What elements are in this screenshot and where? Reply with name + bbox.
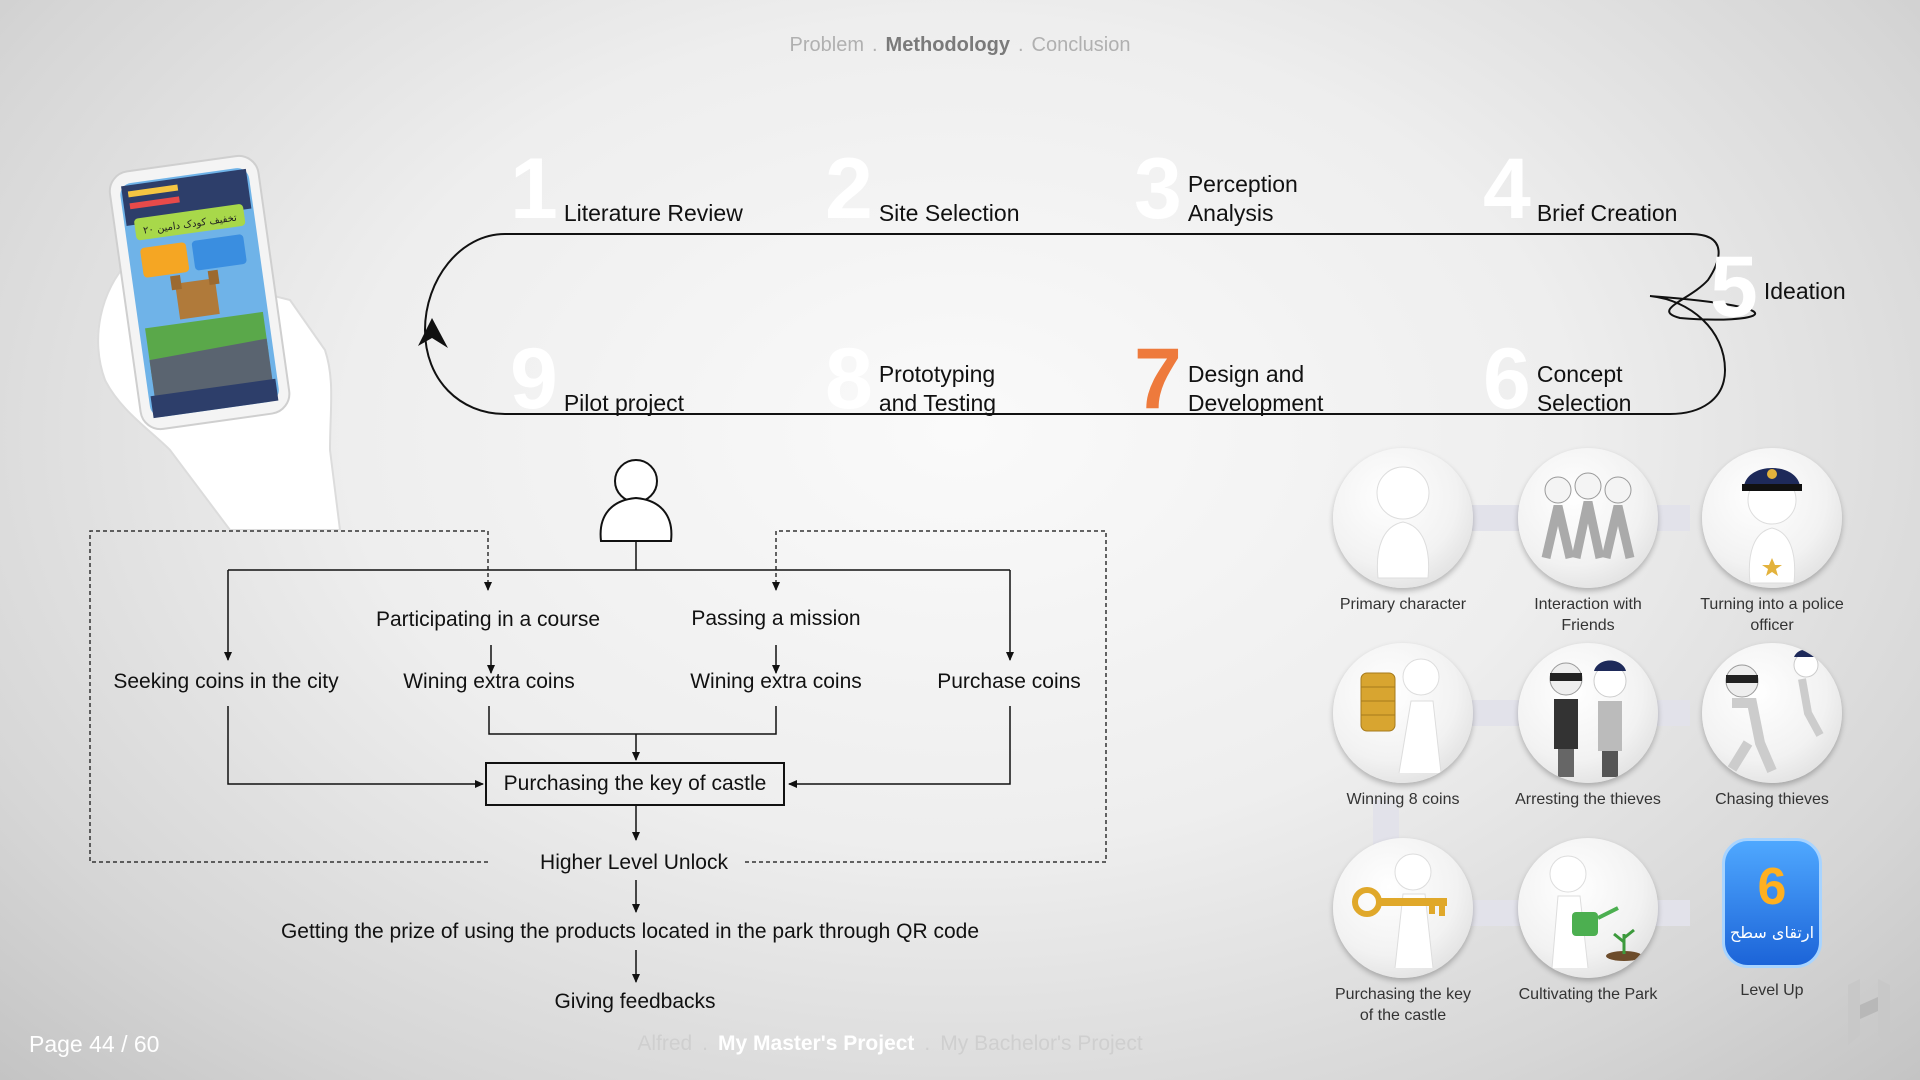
icon-caption: Primary character (1339, 596, 1467, 613)
nav-item-problem[interactable]: Problem (789, 34, 864, 56)
step-7: 7 Design and Development (1134, 331, 1338, 427)
figures-group-icon (1518, 448, 1658, 588)
icon-cell-coins: Winning 8 coins (1328, 643, 1478, 810)
icon-caption: Chasing thieves (1715, 791, 1829, 808)
icon-cell-levelup: 6 ارتقای سطح Level Up (1697, 838, 1847, 1001)
step-label: Concept Selection (1536, 361, 1632, 416)
top-navigation: Problem. Methodology. Conclusion (0, 34, 1920, 57)
flow-feedback: Giving feedbacks (554, 990, 716, 1013)
level-badge-number: 6 (1757, 858, 1787, 916)
icon-caption: Level Up (1740, 982, 1804, 999)
step-label: Perception Analysis (1187, 171, 1298, 226)
key-figure-icon (1333, 838, 1473, 978)
step-5: 5 Ideation (1710, 239, 1864, 335)
flow-option-extra-1: Wining extra coins (403, 670, 575, 693)
step-label: Brief Creation (1536, 200, 1678, 226)
icon-cell-arrest: Arresting the thieves (1513, 643, 1663, 810)
flow-action-mission: Passing a mission (691, 607, 861, 630)
step-number: 8 (825, 331, 873, 427)
figure-coins-icon (1333, 643, 1473, 783)
step-number: 9 (510, 331, 558, 427)
step-1: 1 Literature Review (510, 141, 744, 237)
page-number: Page 44 / 60 (29, 1031, 160, 1057)
white-figure-icon (1333, 448, 1473, 588)
flow-action-course: Participating in a course (375, 608, 601, 631)
step-2: 2 Site Selection (825, 141, 1059, 237)
step-number: 7 (1134, 331, 1182, 427)
police-figure-icon (1702, 448, 1842, 588)
nav-item-methodology[interactable]: Methodology (885, 34, 1010, 56)
flow-option-extra-2: Wining extra coins (690, 670, 862, 693)
icon-cell-park: Cultivating the Park (1513, 838, 1663, 1005)
nav-separator: . (702, 1032, 709, 1055)
icon-cell-friends: Interaction with Friends (1513, 448, 1663, 636)
step-number: 5 (1710, 239, 1758, 335)
step-9: 9 Pilot project (510, 331, 744, 427)
icon-cell-police: Turning into a police officer (1697, 448, 1847, 636)
step-label: Prototyping and Testing (878, 361, 997, 416)
icon-caption: Cultivating the Park (1518, 986, 1658, 1003)
bottom-navigation: Alfred. My Master's Project. My Bachelor's… (0, 1032, 1780, 1056)
step-number: 6 (1483, 331, 1531, 427)
logo-icon (1848, 979, 1890, 1045)
step-4: 4 Brief Creation (1483, 141, 1717, 237)
user-icon (599, 459, 673, 542)
flow-option-purchase: Purchase coins (937, 670, 1081, 693)
nav-item-masters-project[interactable]: My Master's Project (718, 1032, 915, 1055)
step-number: 3 (1134, 141, 1182, 237)
chase-icon (1702, 643, 1842, 783)
nav-separator: . (1017, 34, 1024, 56)
icon-caption: Turning into a police officer (1700, 596, 1844, 634)
step-number: 2 (825, 141, 873, 237)
icon-cell-key: Purchasing the key of the castle (1328, 838, 1478, 1026)
icon-caption: Winning 8 coins (1346, 791, 1460, 808)
icon-caption: Interaction with Friends (1534, 596, 1642, 634)
nav-separator: . (924, 1032, 931, 1055)
step-label: Literature Review (563, 200, 743, 226)
nav-separator: . (871, 34, 878, 56)
step-6: 6 Concept Selection (1483, 331, 1667, 427)
step-label: Site Selection (878, 200, 1020, 226)
flow-prize: Getting the prize of using the products … (280, 920, 980, 943)
icon-cell-primary: Primary character (1328, 448, 1478, 615)
nav-item-conclusion[interactable]: Conclusion (1031, 34, 1131, 56)
watering-figure-icon (1518, 838, 1658, 978)
step-8: 8 Prototyping and Testing (825, 331, 1029, 427)
flow-key-box: Purchasing the key of castle (485, 762, 785, 806)
icon-cell-chase: Chasing thieves (1697, 643, 1847, 810)
step-label: Pilot project (563, 390, 685, 416)
flow-unlock: Higher Level Unlock (540, 851, 728, 874)
level-up-badge-icon: 6 ارتقای سطح (1722, 838, 1822, 968)
level-badge-text: ارتقای سطح (1729, 923, 1815, 942)
arrest-icon (1518, 643, 1658, 783)
step-number: 1 (510, 141, 558, 237)
icon-caption: Arresting the thieves (1515, 791, 1661, 808)
icon-caption: Purchasing the key of the castle (1334, 986, 1472, 1024)
loop-arrowhead-icon (418, 318, 448, 348)
flow-option-seeking: Seeking coins in the city (113, 670, 339, 693)
nav-item-alfred[interactable]: Alfred (637, 1032, 693, 1055)
step-label: Design and Development (1187, 361, 1324, 416)
step-label: Ideation (1763, 278, 1846, 304)
step-3: 3 Perception Analysis (1134, 141, 1328, 237)
nav-item-bachelors-project[interactable]: My Bachelor's Project (940, 1032, 1143, 1055)
step-number: 4 (1483, 141, 1531, 237)
phone-in-hand-icon: ۲۰ تخفیف کودک دامین (97, 154, 342, 530)
